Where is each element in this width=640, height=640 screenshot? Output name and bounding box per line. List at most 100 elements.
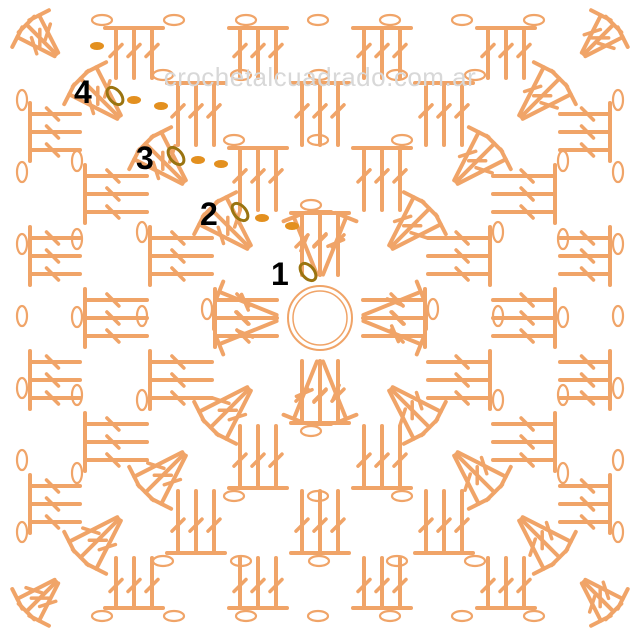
dc-stitch <box>426 261 492 287</box>
dc-stitch <box>558 101 612 127</box>
dc-stitch <box>263 424 289 490</box>
dc-stitch <box>491 323 557 349</box>
chain-stitch <box>200 297 214 321</box>
dc-stitch <box>325 211 351 277</box>
dc-stitch <box>413 81 439 147</box>
chain-stitch <box>15 520 29 544</box>
round-start-chain-4 <box>90 42 104 50</box>
chain-stitch <box>390 133 414 147</box>
dc-stitch <box>351 146 377 212</box>
dc-stitch <box>558 349 612 375</box>
chain-stitch <box>611 304 625 328</box>
chain-stitch <box>491 388 505 412</box>
chain-stitch <box>378 609 402 623</box>
chain-stitch <box>162 13 186 27</box>
dc-stitch <box>28 243 82 269</box>
dc-stitch <box>387 146 413 212</box>
dc-stitch <box>426 367 492 393</box>
dc-stitch <box>148 243 214 269</box>
dc-stitch <box>491 287 557 313</box>
dc-stitch <box>426 349 492 375</box>
chain-stitch <box>15 448 29 472</box>
chain-stitch <box>299 424 323 438</box>
chain-stitch <box>162 609 186 623</box>
chain-stitch <box>15 376 29 400</box>
dc-stitch <box>201 81 227 147</box>
chain-stitch <box>151 68 175 82</box>
chain-stitch <box>222 133 246 147</box>
chain-stitch <box>556 383 570 407</box>
chain-stitch <box>234 13 258 27</box>
dc-stitch <box>213 323 279 349</box>
chain-stitch <box>70 305 84 329</box>
chain-stitch <box>222 489 246 503</box>
dc-stitch <box>387 388 426 446</box>
chain-stitch <box>556 149 570 173</box>
dc-stitch <box>165 81 191 147</box>
dc-stitch <box>148 261 214 287</box>
chain-stitch <box>450 609 474 623</box>
round-start-chain-1 <box>285 222 299 230</box>
chain-stitch <box>15 88 29 112</box>
chain-stitch <box>135 388 149 412</box>
dc-stitch <box>325 489 351 555</box>
dc-stitch <box>491 447 557 473</box>
round-start-chain-3 <box>154 102 168 110</box>
dc-stitch <box>28 349 82 375</box>
chain-stitch <box>15 160 29 184</box>
chain-stitch <box>70 149 84 173</box>
round-start-ring-4 <box>105 85 125 107</box>
dc-stitch <box>387 424 413 490</box>
dc-stitch <box>183 81 209 147</box>
dc-stitch <box>192 385 250 424</box>
dc-stitch <box>28 509 82 535</box>
dc-stitch <box>351 424 377 490</box>
dc-stitch <box>27 8 61 55</box>
dc-stitch <box>103 26 129 80</box>
chain-stitch <box>307 554 331 568</box>
chain-stitch <box>385 68 409 82</box>
chain-stitch <box>385 554 409 568</box>
dc-stitch <box>325 359 351 425</box>
chain-stitch <box>234 609 258 623</box>
round-start-ring-1 <box>298 261 318 283</box>
dc-stitch <box>449 81 475 147</box>
dc-stitch <box>165 489 191 555</box>
dc-stitch <box>579 581 613 628</box>
dc-stitch <box>103 556 129 610</box>
chain-stitch <box>307 68 331 82</box>
dc-stitch <box>558 491 612 517</box>
dc-stitch <box>558 119 612 145</box>
chain-stitch <box>90 609 114 623</box>
dc-stitch <box>493 26 519 80</box>
dc-stitch <box>558 509 612 535</box>
dc-stitch <box>361 323 427 349</box>
round-start-chain-3 <box>127 96 141 104</box>
chain-stitch <box>450 13 474 27</box>
chain-stitch <box>135 220 149 244</box>
dc-stitch <box>139 556 165 610</box>
chain-stitch <box>611 160 625 184</box>
round-start-markers <box>90 42 318 283</box>
chain-stitch <box>378 13 402 27</box>
dc-stitch <box>245 26 271 80</box>
dc-stitch <box>449 489 475 555</box>
dc-stitch <box>83 181 149 207</box>
magic-ring <box>287 285 353 351</box>
dc-stitch <box>227 146 253 212</box>
dc-stitch <box>83 411 149 437</box>
dc-stitch <box>493 556 519 610</box>
dc-stitch <box>511 556 537 610</box>
round-label-4: 4 <box>74 74 92 110</box>
dc-stitch <box>28 261 82 287</box>
dc-stitch <box>426 243 492 269</box>
dc-stitch <box>127 450 185 489</box>
dc-stitch <box>83 199 149 225</box>
dc-stitch <box>28 137 82 163</box>
dc-stitch <box>426 385 492 411</box>
dc-stitch <box>390 212 448 251</box>
dc-stitch <box>558 261 612 287</box>
dc-stitch <box>369 146 395 212</box>
dc-stitch <box>83 323 149 349</box>
